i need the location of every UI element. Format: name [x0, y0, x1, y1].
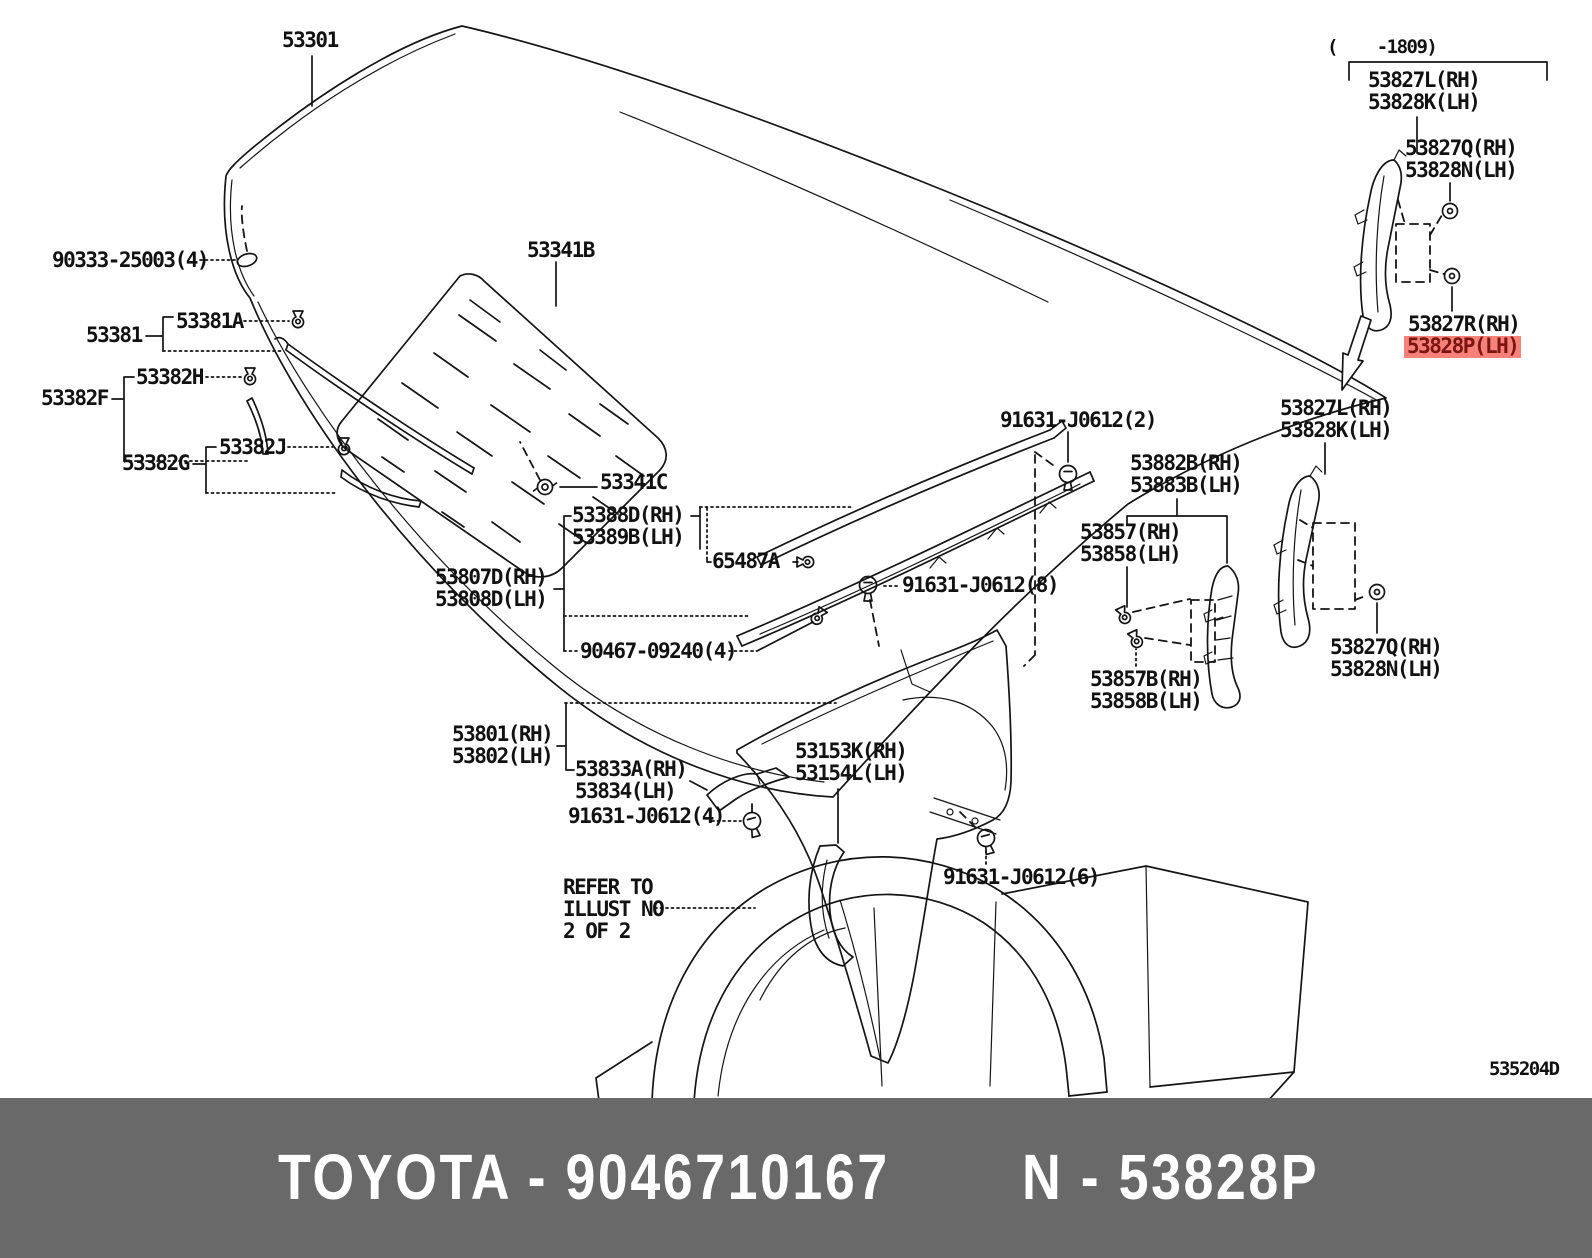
part-label: 2 OF 2 — [563, 919, 631, 943]
arrow-icon — [1341, 315, 1372, 391]
part-label: 53828N(LH) — [1405, 158, 1518, 182]
part-label: 53828K(LH) — [1280, 418, 1393, 442]
part-label: 91631-J0612(8) — [902, 573, 1060, 597]
part-label: 53381 — [86, 323, 143, 347]
hood-insulator-art — [336, 273, 667, 578]
footer-brand-part-number: TOYOTA - 9046710167 — [278, 1141, 890, 1213]
part-label: 91631-J0612(6) — [943, 865, 1101, 889]
part-label: 53858(LH) — [1080, 542, 1182, 566]
part-label: REFER TO — [563, 875, 654, 899]
hood-panel-art — [223, 25, 1387, 798]
cowl-brace-center-art — [1203, 565, 1241, 709]
part-label: 53827R(RH) — [1408, 312, 1521, 336]
part-label: 53389B(LH) — [572, 525, 685, 549]
part-label: 53301 — [282, 28, 339, 52]
part-label: 65487A — [712, 549, 780, 573]
leader-lines-solid — [111, 55, 1453, 844]
cowl-brace-mid-art — [1273, 465, 1323, 649]
part-label: 53801(RH) — [452, 722, 554, 746]
part-label: 91631-J0612(4) — [568, 804, 726, 828]
part-label: 53857(RH) — [1080, 520, 1182, 544]
footer-frame-part-number: N - 53828P — [1022, 1141, 1320, 1213]
range-bracket-art — [1348, 61, 1548, 81]
part-label: 91631-J0612(2) — [1000, 408, 1158, 432]
part-label: 53827Q(RH) — [1405, 136, 1518, 160]
part-label: 53828K(LH) — [1368, 90, 1481, 114]
part-label: 53153K(RH) — [795, 739, 908, 763]
part-label: 53883B(LH) — [1130, 473, 1243, 497]
part-label: 53807D(RH) — [435, 565, 548, 589]
part-label: 90333-25003(4) — [52, 248, 210, 272]
leader-lines-dotted — [123, 259, 1137, 909]
footer-bar — [0, 1098, 1592, 1258]
diagram-code: 535204D — [1489, 1058, 1560, 1080]
part-label: 53833A(RH) — [575, 757, 688, 781]
hood-seal-strips-art — [246, 336, 475, 508]
part-label: 53154L(LH) — [795, 761, 908, 785]
part-label: 53857B(RH) — [1090, 667, 1203, 691]
part-label: 53382F — [41, 386, 109, 410]
hood-molding-art — [736, 420, 1095, 647]
part-label: 53341B — [527, 238, 595, 262]
part-label: 53808D(LH) — [435, 587, 548, 611]
part-label: 90467-09240(4) — [580, 639, 738, 663]
part-label: 53341C — [600, 470, 668, 494]
part-label: 53802(LH) — [452, 744, 554, 768]
part-label: 53382J — [219, 435, 287, 459]
arch-seal-bracket-art — [808, 844, 854, 967]
part-label: 53381A — [176, 309, 244, 333]
part-label-highlighted: 53828P(LH) — [1404, 335, 1522, 358]
part-label: 53388D(RH) — [572, 503, 685, 527]
cowl-brace-top-art — [1353, 149, 1407, 332]
part-label: ILLUST NO — [563, 897, 665, 921]
assembly-dashed-lines — [240, 199, 1445, 831]
part-label: 53858B(LH) — [1090, 689, 1203, 713]
part-label: 53382H — [136, 365, 204, 389]
part-label: 53882B(RH) — [1130, 451, 1243, 475]
part-label: 53834(LH) — [575, 779, 677, 803]
part-label: 53827L(RH) — [1368, 68, 1481, 92]
part-label: 53828N(LH) — [1330, 657, 1443, 681]
part-label: 53382G — [122, 451, 190, 475]
fastener-glyphs — [236, 202, 1461, 857]
front-fender-art — [736, 629, 1013, 1064]
part-label: 53827Q(RH) — [1330, 635, 1443, 659]
fender-bracket-art — [706, 767, 790, 812]
part-label: 53827L(RH) — [1280, 396, 1393, 420]
part-label: ( -1809) — [1327, 36, 1438, 58]
